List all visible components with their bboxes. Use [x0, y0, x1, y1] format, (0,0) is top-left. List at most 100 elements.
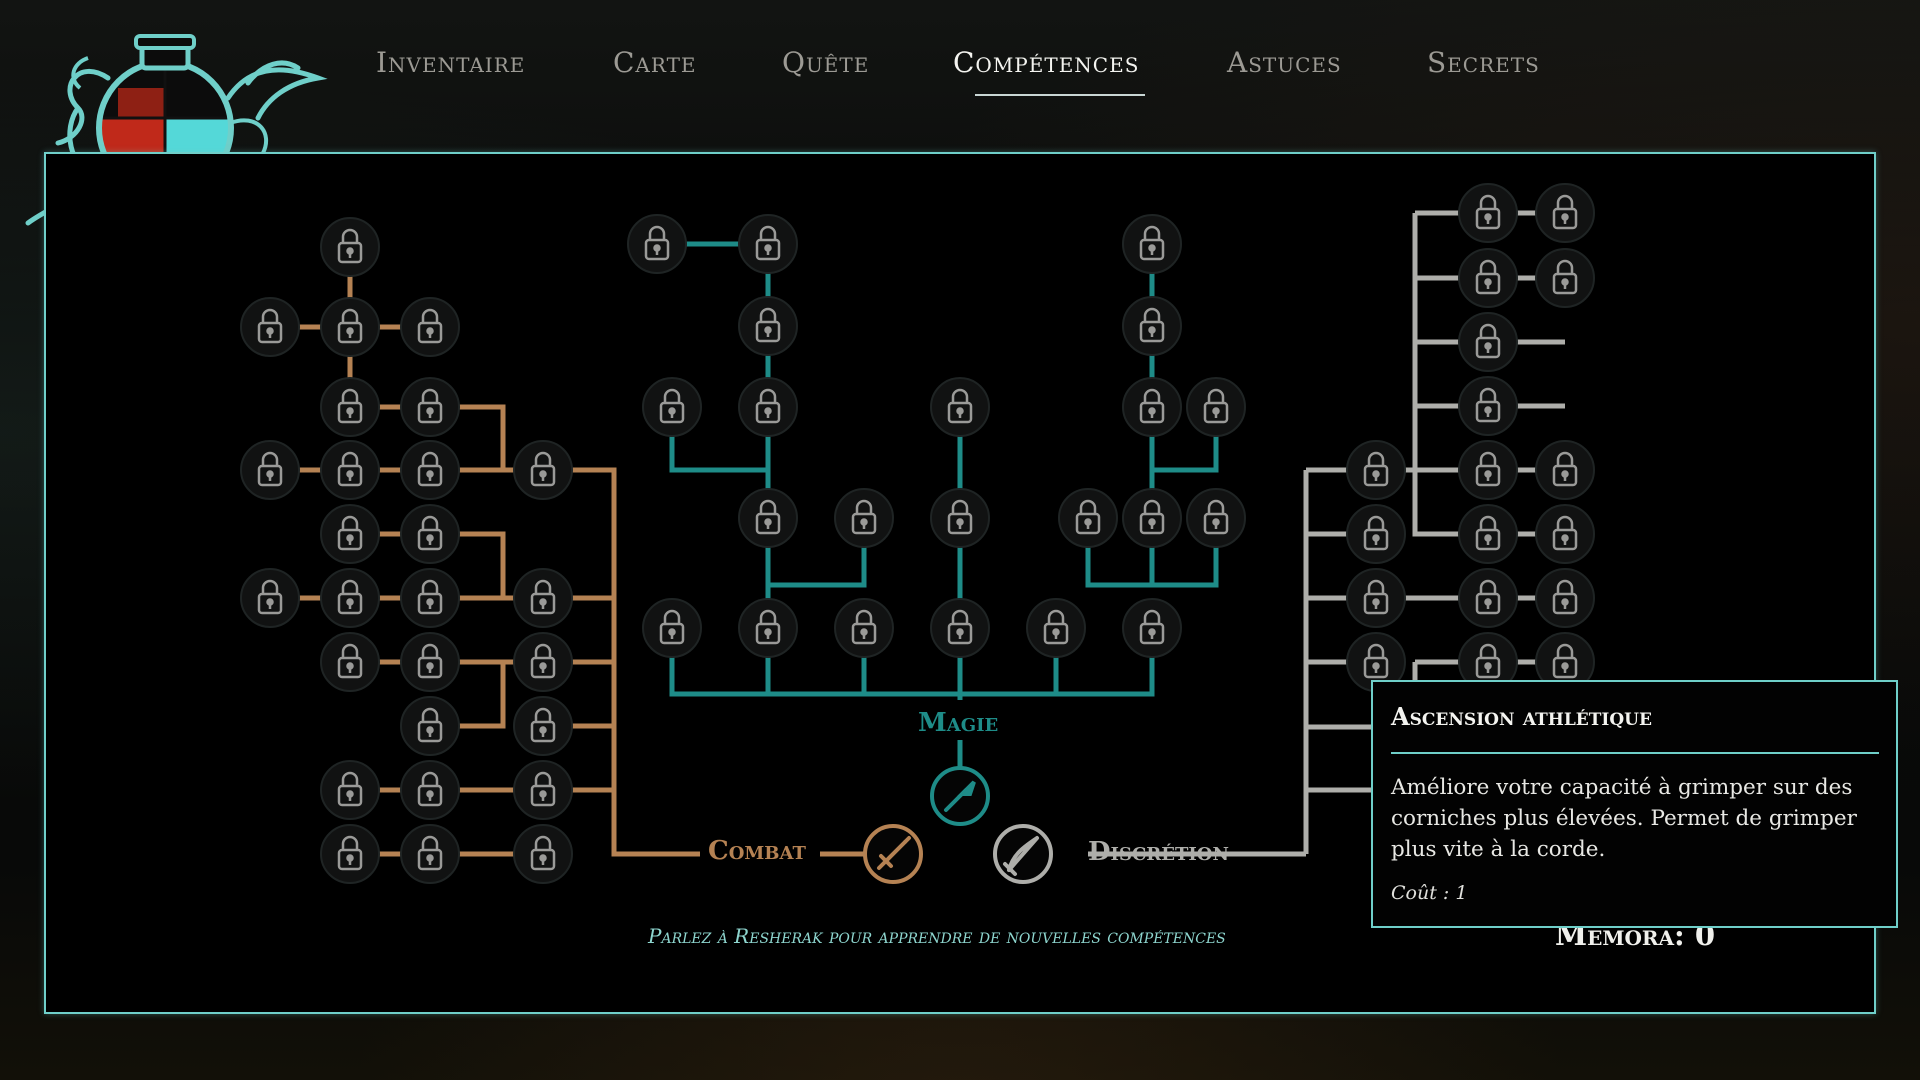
stealth-skill-node[interactable] — [1458, 568, 1518, 628]
stealth-skill-node[interactable] — [1535, 504, 1595, 564]
magic-skill-node[interactable] — [738, 214, 798, 274]
magic-skill-node[interactable] — [1122, 377, 1182, 437]
padlock-icon — [530, 579, 556, 615]
magic-skill-node[interactable] — [1186, 377, 1246, 437]
skill-node-background — [1535, 440, 1595, 500]
category-label-combat: Combat — [708, 836, 806, 866]
combat-skill-node[interactable] — [240, 440, 300, 500]
combat-skill-node[interactable] — [320, 377, 380, 437]
combat-skill-node[interactable] — [400, 440, 460, 500]
stealth-skill-node[interactable] — [1458, 376, 1518, 436]
magic-skill-node[interactable] — [1058, 488, 1118, 548]
magic-skill-node[interactable] — [1122, 296, 1182, 356]
magic-skill-node[interactable] — [738, 296, 798, 356]
combat-skill-node[interactable] — [400, 377, 460, 437]
combat-skill-node[interactable] — [400, 760, 460, 820]
padlock-icon — [530, 707, 556, 743]
padlock-icon — [1552, 515, 1578, 551]
magic-skill-node[interactable] — [1122, 214, 1182, 274]
padlock-icon — [257, 579, 283, 615]
skill-node-background — [400, 568, 460, 628]
tab-tips[interactable]: Astuces — [1227, 46, 1342, 79]
stealth-skill-node[interactable] — [1346, 568, 1406, 628]
stealth-skill-node[interactable] — [1458, 440, 1518, 500]
padlock-icon — [1363, 579, 1389, 615]
combat-skill-node[interactable] — [320, 568, 380, 628]
stealth-skill-node[interactable] — [1535, 440, 1595, 500]
magic-skill-node[interactable] — [930, 488, 990, 548]
combat-skill-node[interactable] — [320, 504, 380, 564]
tab-quest[interactable]: Quête — [782, 46, 870, 79]
tab-secrets[interactable]: Secrets — [1427, 46, 1540, 79]
combat-skill-node[interactable] — [400, 824, 460, 884]
stealth-skill-node[interactable] — [1346, 440, 1406, 500]
stealth-skill-node[interactable] — [1535, 248, 1595, 308]
combat-skill-node[interactable] — [513, 696, 573, 756]
combat-skill-node[interactable] — [320, 217, 380, 277]
stealth-skill-node[interactable] — [1535, 632, 1595, 692]
skill-node-background — [320, 377, 380, 437]
combat-skill-node[interactable] — [400, 632, 460, 692]
magic-skill-node[interactable] — [834, 598, 894, 658]
stealth-skill-node[interactable] — [1458, 248, 1518, 308]
skill-node-background — [834, 488, 894, 548]
skill-node-background — [930, 377, 990, 437]
combat-skill-node[interactable] — [400, 504, 460, 564]
skill-node-background — [320, 760, 380, 820]
combat-skill-node[interactable] — [240, 297, 300, 357]
stealth-skill-node[interactable] — [1458, 632, 1518, 692]
magic-skill-node[interactable] — [738, 488, 798, 548]
padlock-icon — [1475, 451, 1501, 487]
magic-skill-node[interactable] — [738, 377, 798, 437]
combat-skill-node[interactable] — [320, 760, 380, 820]
combat-skill-node[interactable] — [400, 696, 460, 756]
skill-node-background — [320, 217, 380, 277]
magic-skill-node[interactable] — [642, 377, 702, 437]
magic-skill-node[interactable] — [930, 377, 990, 437]
magic-skill-node[interactable] — [930, 598, 990, 658]
skill-node-background — [1346, 440, 1406, 500]
stealth-root-node[interactable] — [993, 824, 1053, 884]
combat-skill-node[interactable] — [320, 440, 380, 500]
category-label-stealth: Discrétion — [1088, 837, 1229, 867]
tab-skills[interactable]: Compétences — [953, 46, 1140, 79]
combat-skill-node[interactable] — [400, 297, 460, 357]
combat-skill-node[interactable] — [513, 760, 573, 820]
magic-skill-node[interactable] — [1122, 598, 1182, 658]
tab-map[interactable]: Carte — [613, 46, 697, 79]
skill-node-background — [738, 488, 798, 548]
magic-skill-node[interactable] — [1026, 598, 1086, 658]
stealth-skill-node[interactable] — [1535, 568, 1595, 628]
combat-skill-node[interactable] — [513, 632, 573, 692]
stealth-skill-node[interactable] — [1458, 183, 1518, 243]
combat-skill-node[interactable] — [240, 568, 300, 628]
tab-inventory[interactable]: Inventaire — [376, 46, 526, 79]
skill-node-background — [513, 760, 573, 820]
stealth-skill-node[interactable] — [1346, 504, 1406, 564]
magic-skill-node[interactable] — [834, 488, 894, 548]
stealth-skill-node[interactable] — [1458, 312, 1518, 372]
stealth-skill-node[interactable] — [1458, 504, 1518, 564]
combat-root-node[interactable] — [863, 824, 923, 884]
magic-skill-node[interactable] — [627, 214, 687, 274]
sword-icon — [877, 836, 911, 870]
magic-root-node[interactable] — [930, 766, 990, 826]
magic-skill-node[interactable] — [1186, 488, 1246, 548]
combat-skill-node[interactable] — [400, 568, 460, 628]
stealth-skill-node[interactable] — [1535, 183, 1595, 243]
magic-skill-node[interactable] — [738, 598, 798, 658]
combat-skill-node[interactable] — [513, 440, 573, 500]
combat-skill-node[interactable] — [513, 824, 573, 884]
padlock-icon — [1475, 579, 1501, 615]
skill-node-background — [320, 504, 380, 564]
combat-skill-node[interactable] — [320, 632, 380, 692]
padlock-icon — [1475, 259, 1501, 295]
combat-skill-node[interactable] — [513, 568, 573, 628]
padlock-icon — [1552, 259, 1578, 295]
combat-skill-node[interactable] — [320, 824, 380, 884]
magic-skill-node[interactable] — [642, 598, 702, 658]
padlock-icon — [417, 771, 443, 807]
combat-skill-node[interactable] — [320, 297, 380, 357]
skill-node-background — [400, 696, 460, 756]
magic-skill-node[interactable] — [1122, 488, 1182, 548]
